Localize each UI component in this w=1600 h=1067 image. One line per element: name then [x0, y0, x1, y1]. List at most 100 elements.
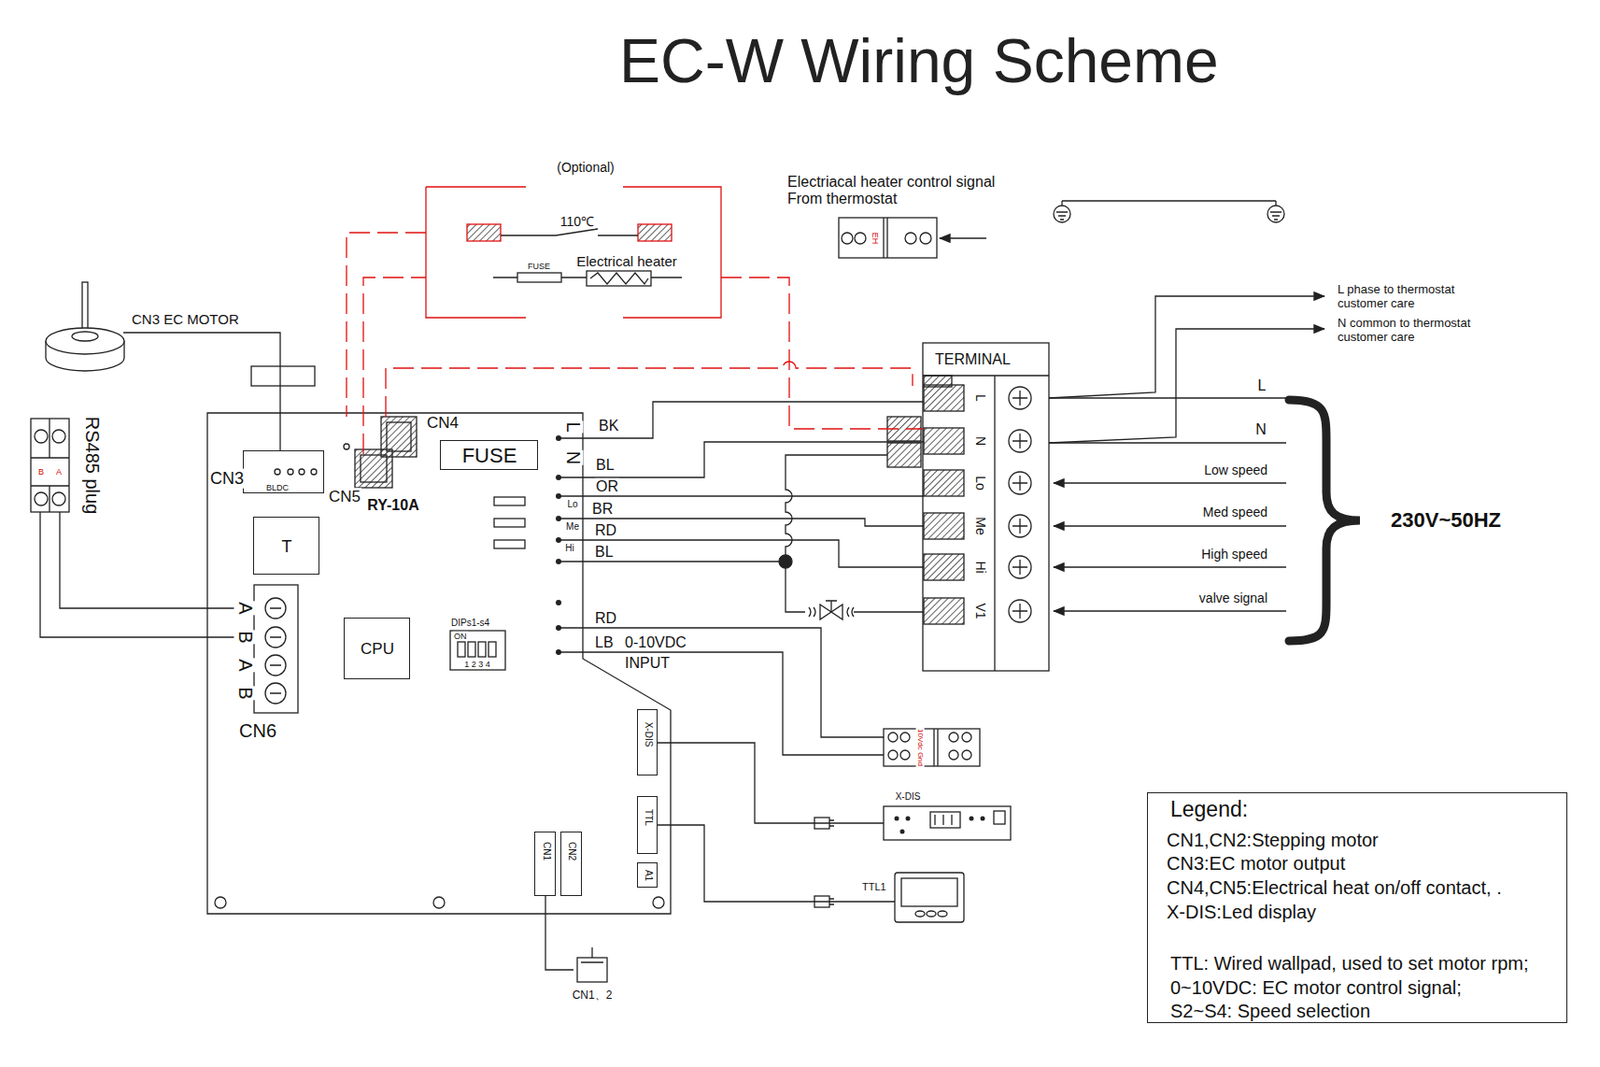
terminal-block: TERMINAL L N LoMeHiV1: [922, 342, 1049, 671]
stepper-connector: CN1: [534, 831, 556, 896]
terminal-block: [887, 342, 1049, 671]
node-text: CN3: [209, 468, 245, 489]
wire-label: BK: [597, 417, 620, 435]
dip-switch: DIPs1-s4ON 1 2 3 4: [448, 616, 509, 673]
thermostat-connector: Electriacal heater control signal From t…: [838, 217, 937, 258]
node-text: B: [234, 629, 256, 644]
pcb-wires: [558, 401, 924, 755]
node-text: CN4: [425, 413, 460, 433]
node-text: CN3 EC MOTOR: [130, 311, 241, 327]
heater-box: (Optional)110℃FUSEElectrical heater: [425, 186, 722, 318]
node-text: N: [973, 435, 989, 447]
node-text: (Optional): [555, 159, 615, 175]
wire-label: RD: [594, 522, 618, 539]
node-text: TERMINAL: [934, 351, 1012, 369]
node-text: L: [973, 393, 989, 403]
electric-heater: [363, 186, 913, 454]
wire-connector: [657, 824, 895, 902]
pcb-board: [207, 412, 671, 914]
node-text: 110℃: [559, 213, 595, 229]
node-text: A: [234, 657, 256, 672]
legend-text: 0~10VDC: EC motor control signal;: [1169, 976, 1463, 999]
node-text: Me: [973, 515, 989, 536]
motor-connector: CN3BLDC: [242, 450, 325, 494]
wire-label: Med speed: [1202, 504, 1269, 520]
heater-connector: [346, 232, 426, 417]
wire-label: Legend:: [1169, 796, 1249, 822]
wire-label: 0-10VDC: [623, 634, 688, 652]
wire-label: BL: [594, 543, 615, 561]
node-text: A: [234, 600, 256, 615]
node-text: B: [234, 685, 256, 700]
wire-connector: [123, 332, 281, 451]
node-text: TTL: [642, 807, 654, 827]
led-display: X-DIS: [883, 806, 1011, 840]
legend-text: CN4,CN5:Electrical heat on/off contact, …: [1165, 877, 1503, 899]
node-text: Electrical heater: [575, 253, 679, 270]
wire-label: L: [562, 420, 584, 433]
wire-label: LB: [594, 634, 615, 652]
supply-lines: [1048, 296, 1360, 641]
heater-thermostat-connector: [838, 217, 987, 258]
legend-text: S2~S4: Speed selection: [1169, 1000, 1372, 1022]
legend-text: TTL: Wired wallpad, used to set motor rp…: [1169, 952, 1530, 975]
rs485-plug: RS485 plugBA: [30, 418, 70, 512]
wire-label: Lo: [566, 498, 579, 510]
wallpad-connector: TTL: [637, 795, 658, 854]
rs485-terminal: ABABCN6: [235, 584, 298, 744]
node-text: RY-10A: [366, 496, 420, 514]
analog-input-connector: [883, 728, 980, 766]
stepping-motor: CN1、2: [573, 952, 611, 986]
ec-motor: CN3 EC MOTOR: [44, 280, 124, 365]
wire-connector: [545, 895, 574, 970]
wire-label: RD: [594, 609, 618, 627]
node-text: CN6: [238, 720, 278, 742]
node-text: X-DIS: [894, 791, 922, 803]
wire-label: High speed: [1200, 546, 1269, 562]
wire-label: Low speed: [1203, 462, 1269, 478]
node-text: FUSE: [526, 261, 552, 271]
wire-label: N: [562, 450, 584, 466]
node-text: V1: [973, 601, 989, 620]
wire-label: N: [1254, 421, 1268, 439]
wire-label: BR: [591, 500, 614, 518]
wire-connector: [59, 511, 236, 609]
heater-connector: [721, 277, 923, 429]
analog-input-connector: 10Vdc Gnd: [883, 728, 980, 766]
node-text: A: [55, 467, 63, 477]
ground-symbols: [1053, 200, 1285, 223]
node-text: Hi: [973, 559, 989, 574]
node-text: FUSE: [461, 443, 519, 468]
wire-label: Me: [565, 521, 581, 533]
node-text: T: [281, 537, 294, 557]
node-text: CN1: [540, 840, 553, 862]
wire-label: 230V~50HZ: [1389, 508, 1502, 532]
wire-label: OR: [594, 478, 620, 496]
node-text: A1: [642, 868, 654, 882]
stepper-connector: CN2: [560, 831, 582, 896]
fuse-box: FUSE: [439, 439, 539, 470]
legend-text: X-DIS:Led display: [1165, 901, 1317, 923]
node-text: Lo: [973, 474, 989, 492]
wire-label: L phase to thermostat customer care: [1336, 283, 1493, 312]
wire-label: BL: [594, 456, 616, 474]
diagram-title: EC-W Wiring Scheme: [618, 26, 1220, 98]
node-text: DIPs1-s4: [450, 617, 491, 629]
wire-label: L: [1257, 377, 1268, 395]
node-text: CN5: [327, 487, 362, 507]
node-text: BLDC: [265, 482, 290, 493]
node-text: RS485 plug: [81, 415, 103, 516]
node-text: ON: [453, 631, 468, 641]
ec-motor: [45, 282, 315, 386]
node-text: TTL1: [861, 880, 888, 893]
node-text: 1 2 3 4: [463, 659, 492, 669]
wire-label: INPUT: [623, 654, 671, 672]
wire-label: N common to thermostat customer care: [1336, 316, 1502, 345]
wire-label: Hi: [564, 542, 575, 554]
node-text: X-DIS: [642, 721, 654, 749]
legend-text: CN1,CN2:Stepping motor: [1165, 829, 1380, 851]
transformer-box: T: [253, 516, 320, 575]
display-connector: X-DIS: [637, 708, 658, 776]
